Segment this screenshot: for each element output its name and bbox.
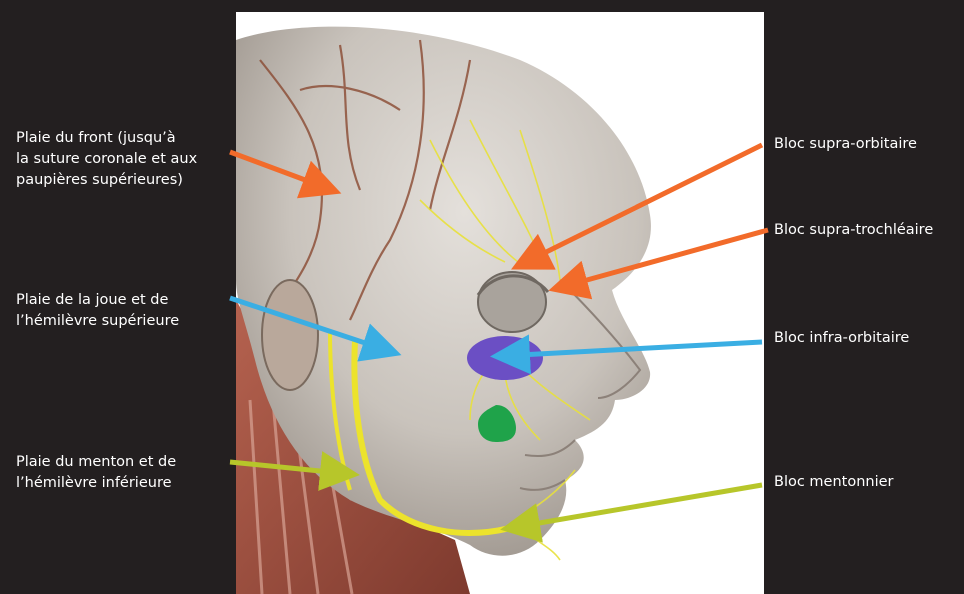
label-mental-block: Bloc mentonnier (774, 472, 894, 493)
ear (262, 280, 318, 390)
label-supra-trochlear-block: Bloc supra-trochléaire (774, 220, 933, 241)
label-supra-orbital-block: Bloc supra-orbitaire (774, 134, 917, 155)
label-cheek-wound: Plaie de la joue et de l’hémilèvre supér… (16, 290, 179, 332)
label-chin-wound: Plaie du menton et de l’hémilèvre inféri… (16, 452, 176, 494)
label-forehead-wound: Plaie du front (jusqu’à la suture corona… (16, 128, 197, 191)
label-infra-orbital-block: Bloc infra-orbitaire (774, 328, 909, 349)
